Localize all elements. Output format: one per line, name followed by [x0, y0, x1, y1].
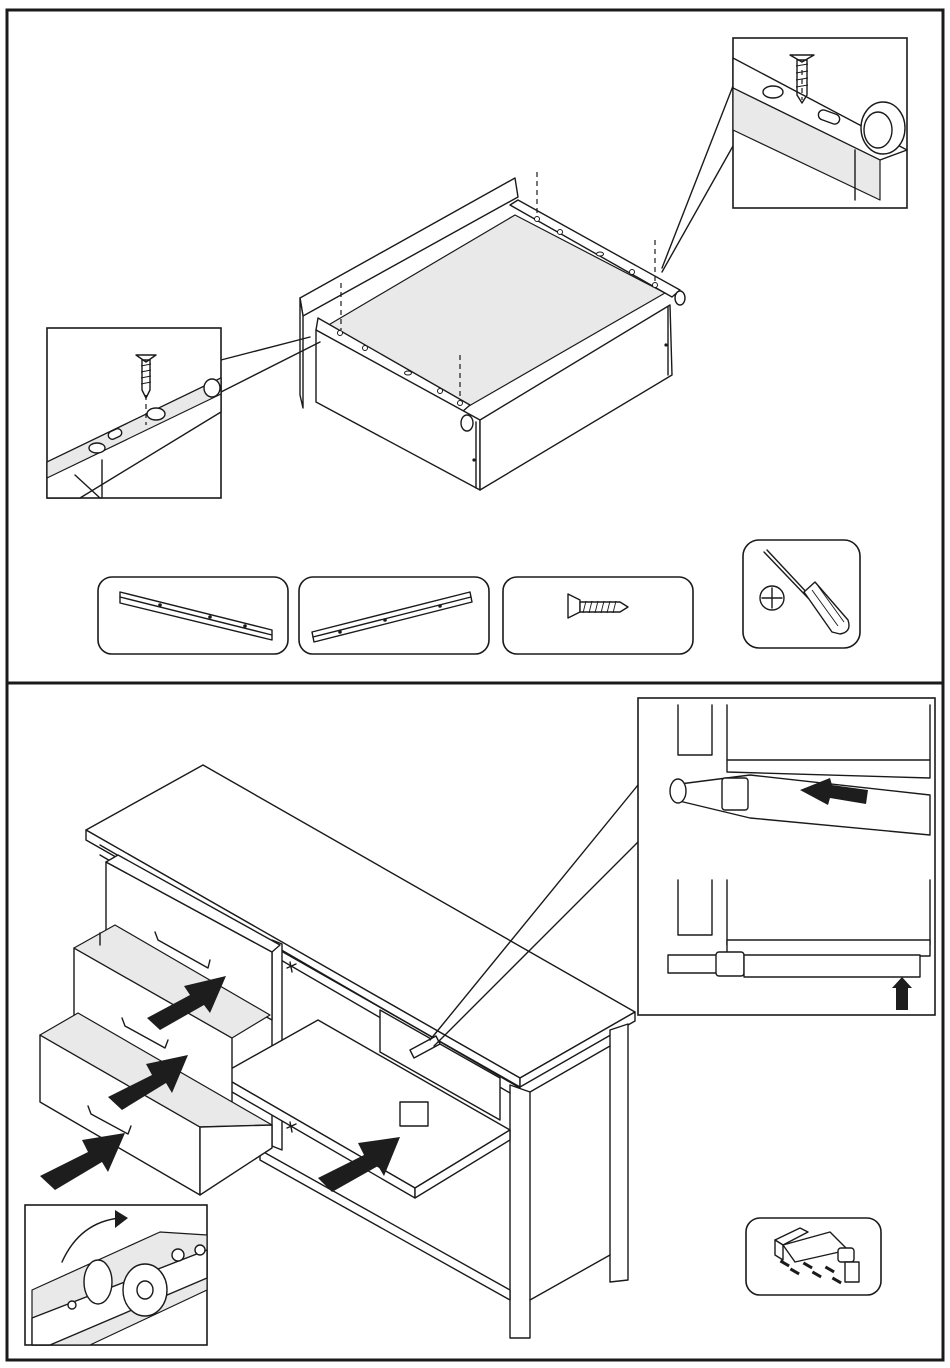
push-latch-installation-detail	[638, 698, 935, 1015]
drawer-box-illustration	[221, 86, 733, 490]
step-1-panel	[47, 38, 907, 654]
parts-row	[98, 540, 860, 654]
runner-screw-detail-right	[733, 38, 907, 208]
part-box-screw	[503, 577, 693, 654]
push-arrow-bottom-drawer	[40, 1133, 125, 1190]
runner-wheel-rotation-detail	[25, 1205, 207, 1345]
step-2-panel	[25, 698, 935, 1345]
runner-screw-detail-left	[47, 328, 221, 498]
